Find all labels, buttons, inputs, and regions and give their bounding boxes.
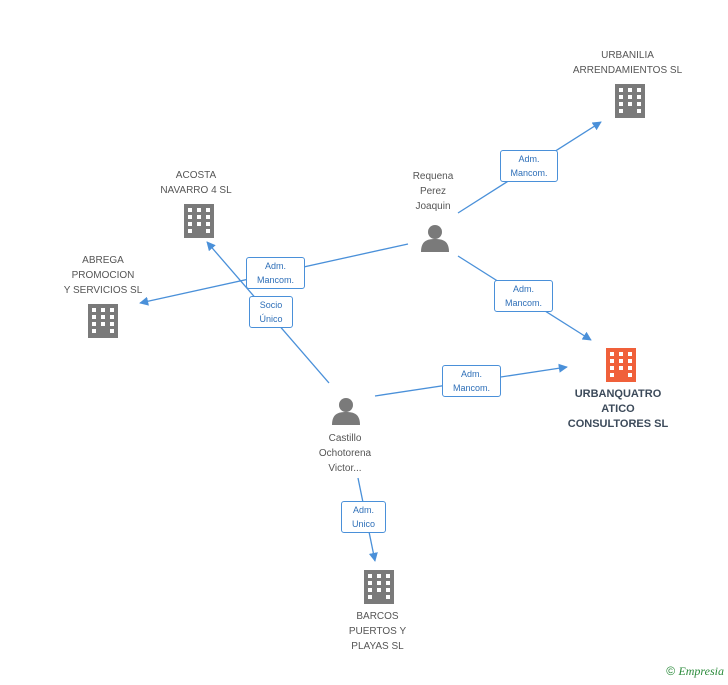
edge-label-requena-abrega: Adm. Mancom. <box>246 257 305 289</box>
edge-label-requena-urbanilia: Adm. Mancom. <box>500 150 558 182</box>
requena-label[interactable]: Requena Perez Joaquin <box>412 171 454 212</box>
urbanilia-building-icon <box>615 84 645 118</box>
edge-label-castillo-barcos: Adm. Unico <box>341 501 386 533</box>
edge-label-castillo-acosta: Socio Único <box>249 296 293 328</box>
barcos-label[interactable]: BARCOS PUERTOS Y PLAYAS SL <box>348 611 407 652</box>
urbanquatro-label[interactable]: URBANQUATRO ATICO CONSULTORES SL <box>567 388 669 430</box>
empresia-brand: Empresia <box>678 664 724 678</box>
barcos-building-icon <box>364 570 394 604</box>
edge-label-castillo-urbanquatro: Adm. Mancom. <box>442 365 501 397</box>
requena-person-icon <box>421 225 449 252</box>
castillo-person-icon <box>332 398 360 425</box>
footer-brand: © Empresia <box>666 664 724 679</box>
edge-label-requena-urbanquatro: Adm. Mancom. <box>494 280 553 312</box>
abrega-label[interactable]: ABREGA PROMOCION Y SERVICIOS SL <box>63 255 143 296</box>
acosta-building-icon <box>184 204 214 238</box>
copyright-symbol: © <box>666 664 676 678</box>
urbanilia-label[interactable]: URBANILIA ARRENDAMIENTOS SL <box>572 50 683 76</box>
castillo-label[interactable]: Castillo Ochotorena Victor... <box>318 433 372 474</box>
abrega-building-icon <box>88 304 118 338</box>
acosta-label[interactable]: ACOSTA NAVARRO 4 SL <box>160 170 232 196</box>
urbanquatro-building-icon <box>606 348 636 382</box>
